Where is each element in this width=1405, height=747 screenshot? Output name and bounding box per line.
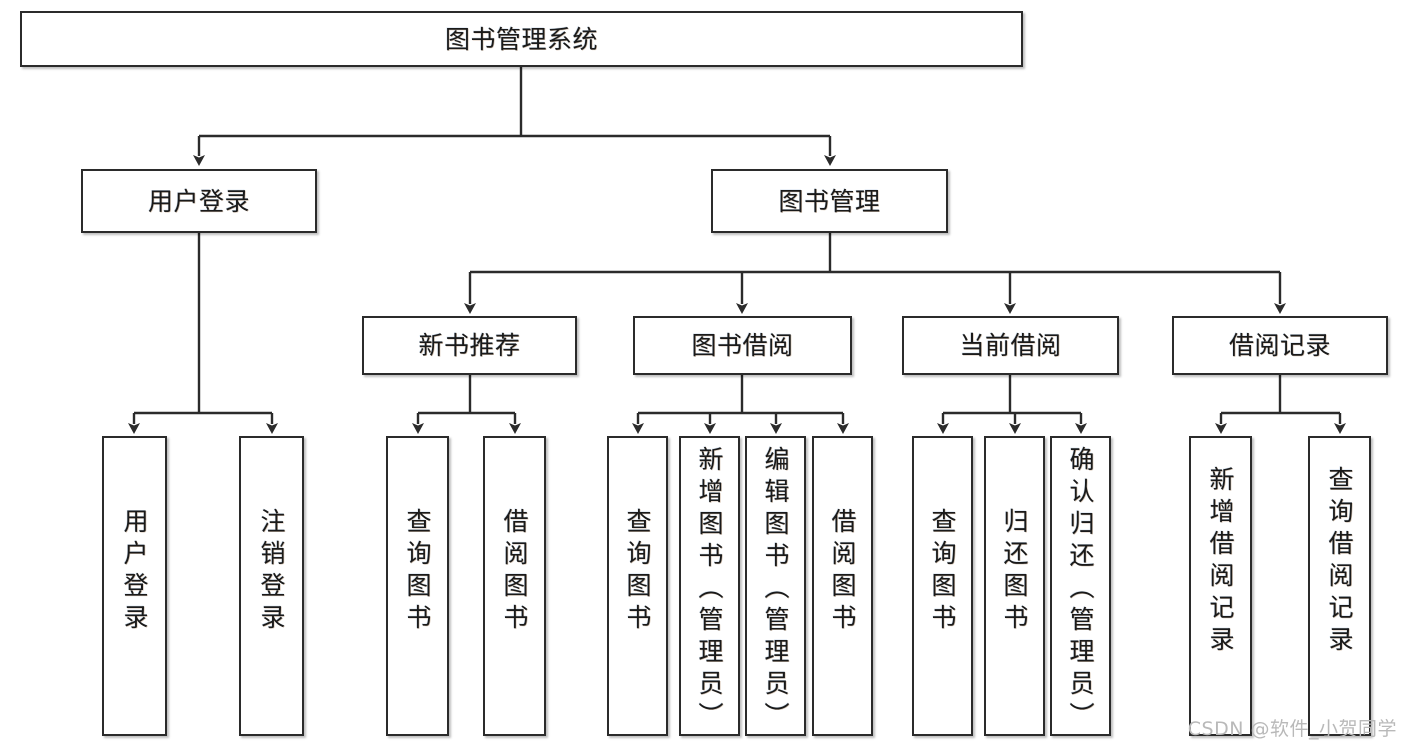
node-label: 图书管理: [778, 186, 881, 216]
node-label: 查询图书: [403, 508, 432, 636]
node-label: 新书推荐: [418, 331, 521, 360]
node-book-management[interactable]: 图书管理: [711, 169, 948, 233]
node-root[interactable]: 图书管理系统: [20, 11, 1023, 67]
node-label: 归还图书: [1000, 508, 1029, 636]
node-current-borrow[interactable]: 当前借阅: [902, 316, 1119, 375]
leaf-borrow-books[interactable]: 借阅图书: [812, 436, 873, 736]
node-label: 编辑图书（管理员）: [761, 446, 790, 734]
node-label: 查询图书: [623, 508, 652, 636]
leaf-query-books-borrow[interactable]: 查询图书: [607, 436, 668, 736]
node-borrow-records[interactable]: 借阅记录: [1172, 316, 1388, 375]
node-label: 借阅图书: [828, 508, 857, 636]
node-label: 确认归还（管理员）: [1066, 446, 1095, 734]
leaf-query-borrow-record[interactable]: 查询借阅记录: [1308, 436, 1371, 736]
node-book-borrow[interactable]: 图书借阅: [633, 316, 852, 375]
node-label: 当前借阅: [959, 331, 1062, 360]
leaf-edit-book-admin[interactable]: 编辑图书（管理员）: [745, 436, 806, 736]
node-label: 新增图书（管理员）: [695, 446, 724, 734]
node-user-login[interactable]: 用户登录: [81, 169, 317, 233]
node-label: 查询图书: [928, 508, 957, 636]
leaf-add-borrow-record[interactable]: 新增借阅记录: [1189, 436, 1252, 736]
node-label: 借阅记录: [1228, 331, 1331, 360]
node-label: 借阅图书: [500, 508, 529, 636]
node-label: 图书借阅: [691, 331, 794, 360]
node-label: 注销登录: [257, 508, 286, 636]
leaf-query-books-current[interactable]: 查询图书: [912, 436, 973, 736]
node-label: 用户登录: [147, 186, 250, 216]
leaf-logout[interactable]: 注销登录: [239, 436, 304, 736]
leaf-query-books-recommend[interactable]: 查询图书: [386, 436, 449, 736]
node-label: 用户登录: [120, 508, 149, 636]
leaf-return-books[interactable]: 归还图书: [984, 436, 1045, 736]
leaf-borrow-books-recommend[interactable]: 借阅图书: [483, 436, 546, 736]
leaf-add-book-admin[interactable]: 新增图书（管理员）: [679, 436, 740, 736]
node-label: 查询借阅记录: [1325, 466, 1354, 658]
leaf-user-login[interactable]: 用户登录: [102, 436, 167, 736]
leaf-confirm-return-admin[interactable]: 确认归还（管理员）: [1050, 436, 1111, 736]
node-label: 新增借阅记录: [1206, 466, 1235, 658]
node-label: 图书管理系统: [444, 24, 598, 54]
node-new-book-recommend[interactable]: 新书推荐: [362, 316, 577, 375]
watermark-text: CSDN @软件_小贺同学: [1187, 718, 1397, 740]
